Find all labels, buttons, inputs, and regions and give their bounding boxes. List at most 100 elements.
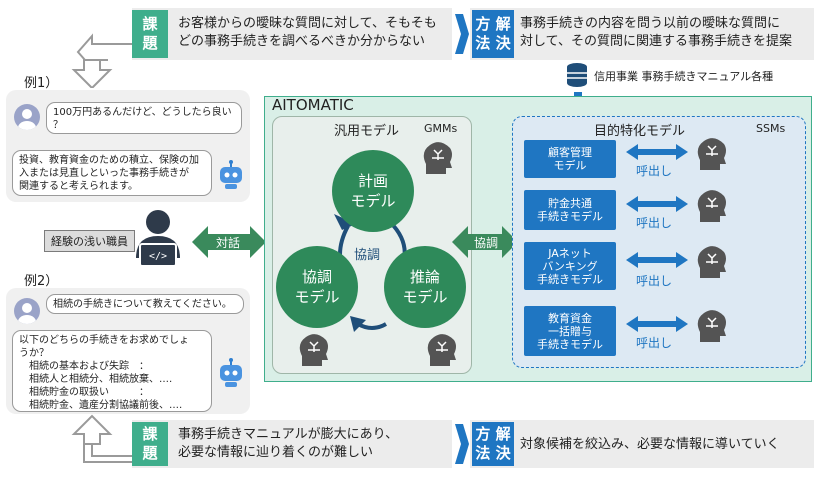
bubble-line: 投資、教育資金のための積立、保険の加: [19, 155, 199, 166]
top-solution-text: 事務手続きの内容を問う以前の曖昧な質問に 対して、その質問に関連する事務手続きを…: [520, 15, 792, 51]
ai-head-icon: [697, 190, 726, 222]
bubble-line: 相続の手続きについて教えてください。: [53, 299, 232, 310]
top-issue-band: [132, 8, 452, 60]
infer-model-circle: 推論 モデル: [384, 246, 466, 328]
coop-label: 協調: [474, 236, 499, 250]
bottom-solution-text: 対象候補を絞込み、必要な情報に導いていく: [520, 436, 780, 454]
bottom-issue-text: 事務手続きマニュアルが膨大にあり、 必要な情報に辿り着くのが難しい: [178, 426, 398, 462]
bubble-line: 相続の基本および失踪 ：: [19, 361, 149, 372]
tag-char: 法 決: [475, 34, 511, 52]
bottom-solution-tag: 方 解 法 決: [472, 422, 514, 466]
tag-char: 課: [142, 15, 158, 33]
gmm-abbr: GMMs: [424, 122, 458, 135]
ssm-model-box: 貯金共通 手続きモデル: [524, 190, 616, 230]
bottom-issue-band: [132, 420, 452, 468]
example1-label: 例1）: [24, 76, 59, 91]
bottom-issue-tag: 課 題: [132, 422, 168, 466]
ai-head-icon: [697, 246, 726, 278]
model-line: バンキング: [542, 259, 598, 273]
bubble-line: 相続貯金、遺産分割協議前後、‥‥: [19, 400, 183, 411]
dialog-double-arrow: [192, 226, 266, 258]
example2-answer-bubble: 以下のどちらの手続きをお求めでしょ うか？ 相続の基本および失踪 ： 相続人と相…: [12, 330, 212, 412]
ai-head-icon: [697, 138, 726, 170]
issue-line: お客様からの曖昧な質問に対して、そもそも: [178, 16, 437, 31]
ai-head-icon: [427, 334, 456, 366]
bubble-line: 相続人と相続分、相続放棄、‥‥: [19, 374, 173, 385]
issue-line: 必要な情報に辿り着くのが難しい: [178, 445, 374, 460]
call-label: 呼出し: [636, 216, 673, 230]
issue-line: 事務手続きマニュアルが膨大にあり、: [178, 427, 399, 442]
ai-head-icon: [423, 142, 452, 174]
tag-char: 題: [142, 444, 158, 462]
call-label: 呼出し: [636, 336, 673, 350]
robot-icon: [220, 160, 242, 189]
db-label: 信用事業 事務手続きマニュアル各種: [594, 70, 774, 83]
user-avatar: [14, 298, 40, 324]
circle-line: 推論: [409, 268, 440, 286]
example2-label: 例2）: [24, 274, 59, 289]
chevron-right-icon: [455, 14, 469, 54]
bubble-line: 入または見直しといった事務手続きが: [19, 168, 189, 179]
bubble-line: うか？: [19, 348, 49, 359]
model-line: 顧客管理: [548, 146, 592, 159]
model-line: 手続きモデル: [537, 337, 603, 351]
tag-char: 法 決: [475, 444, 511, 462]
circle-line: 協調: [301, 268, 332, 286]
coop-double-arrow: [452, 226, 518, 258]
example2-question-bubble: 相続の手続きについて教えてください。: [46, 294, 244, 314]
ssm-abbr: SSMs: [756, 122, 786, 135]
issue-line: どの事務手続きを調べるべきか分からない: [178, 34, 426, 49]
person-laptop-icon: </>: [136, 210, 180, 267]
solution-line: 事務手続きの内容を問う以前の曖昧な質問に: [520, 16, 781, 31]
double-arrow-icon: [626, 196, 688, 212]
svg-text:</>: </>: [149, 251, 167, 262]
ssm-model-box: 顧客管理 モデル: [524, 140, 616, 178]
model-line: 手続きモデル: [537, 210, 603, 223]
tag-char: 課: [142, 425, 158, 443]
top-solution-band: [470, 8, 814, 60]
database-icon: [567, 63, 587, 87]
call-label: 呼出し: [636, 274, 673, 288]
curved-arrow-icon: [71, 33, 132, 88]
robot-icon: [220, 358, 242, 387]
circle-line: 計画: [357, 172, 388, 190]
double-arrow-icon: [626, 316, 688, 332]
ai-head-icon: [697, 310, 726, 342]
tag-char: 方 解: [475, 425, 511, 443]
tag-char: 題: [142, 34, 158, 52]
bottom-solution-band: [470, 420, 814, 468]
bubble-line: ？: [53, 120, 63, 131]
curved-arrow-icon: [71, 414, 132, 463]
coop-model-circle: 協調 モデル: [276, 246, 358, 328]
chevron-right-icon: [455, 424, 469, 464]
bubble-line: 以下のどちらの手続きをお求めでしょ: [19, 335, 189, 346]
model-line: 貯金共通: [548, 197, 592, 210]
ssm-title: 目的特化モデル: [594, 124, 686, 139]
circle-line: モデル: [350, 192, 396, 210]
top-issue-text: お客様からの曖昧な質問に対して、そもそも どの事務手続きを調べるべきか分からない: [178, 15, 437, 51]
circle-line: モデル: [294, 288, 340, 306]
solution-line: 対して、その質問に関連する事務手続きを提案: [520, 34, 792, 49]
bubble-line: 100万円あるんだけど、どうしたら良い: [53, 107, 232, 118]
dialog-label: 対話: [216, 236, 241, 250]
double-arrow-icon: [626, 252, 688, 268]
example1-question-bubble: 100万円あるんだけど、どうしたら良い ？: [46, 102, 242, 134]
bubble-line: 関連すると考えられます。: [19, 181, 138, 192]
gmm-center-label: 協調: [354, 248, 381, 263]
ai-head-icon: [299, 334, 328, 366]
plan-model-circle: 計画 モデル: [332, 150, 414, 232]
solution-line: 対象候補を絞込み、必要な情報に導いていく: [520, 437, 780, 452]
bubble-line: 相続貯金の取扱い ：: [19, 387, 149, 398]
double-arrow-icon: [626, 144, 688, 160]
ssm-model-box: 教育資金 一括贈与 手続きモデル: [524, 306, 616, 356]
staff-label: 経験の浅い職員: [44, 230, 135, 252]
example1-answer-bubble: 投資、教育資金のための積立、保険の加 入または見直しといった事務手続きが 関連す…: [12, 150, 212, 196]
user-avatar: [14, 104, 40, 130]
top-solution-tag: 方 解 法 決: [472, 10, 514, 58]
tag-char: 方 解: [475, 15, 511, 33]
model-line: 手続きモデル: [537, 272, 603, 286]
system-title: AITOMATIC: [272, 96, 354, 114]
gmm-title: 汎用モデル: [334, 124, 400, 139]
model-line: 一括贈与: [548, 324, 592, 338]
top-issue-tag: 課 題: [132, 10, 168, 58]
